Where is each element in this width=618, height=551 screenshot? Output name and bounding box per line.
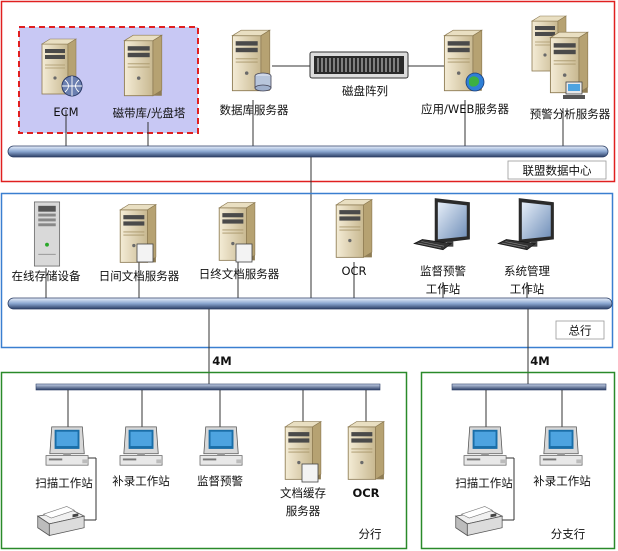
datacenter-bus	[7, 145, 609, 158]
hq-sysmgmt-label-line1: 系统管理	[504, 264, 550, 278]
ecm-label: ECM	[53, 105, 78, 119]
branch-entry-label: 补录工作站	[112, 474, 170, 488]
hq-bus	[7, 297, 613, 310]
online-storage-label: 在线存储设备	[12, 269, 81, 283]
daily-doc-server-label: 日间文档服务器	[99, 269, 180, 283]
hq-sysmgmt-workstation-icon	[497, 197, 555, 251]
hq-ocr-server-icon	[335, 199, 373, 258]
branch-drops	[67, 390, 367, 521]
hq-label-box	[555, 320, 605, 340]
branch-cache-label-line2: 服务器	[286, 504, 321, 518]
branch-ocr-server-icon	[347, 421, 385, 480]
hq-label: 总行	[569, 324, 592, 338]
branch-entry-workstation-icon	[119, 426, 163, 466]
subbranch-scan-label: 扫描工作站	[455, 476, 513, 490]
subbranch-entry-label: 补录工作站	[533, 474, 591, 488]
subbranch-bus	[451, 383, 607, 391]
daily-doc-server-icon	[119, 204, 157, 263]
branch-label: 分行	[359, 527, 382, 541]
datacenter-drops	[65, 65, 564, 146]
hq-drops	[45, 262, 528, 298]
branch-scan-label: 扫描工作站	[35, 476, 93, 490]
online-storage-icon	[33, 201, 61, 267]
subbranch-label: 分支行	[551, 527, 586, 541]
tape-library-label: 磁带库/光盘塔	[113, 106, 186, 120]
subbranch-border	[420, 371, 616, 550]
branch-printer-icon	[37, 505, 85, 536]
eod-doc-server-label: 日终文档服务器	[199, 267, 280, 281]
app-web-server-label: 应用/WEB服务器	[421, 102, 509, 116]
alert-analysis-server-label: 预警分析服务器	[530, 107, 611, 121]
hq-supervise-workstation-icon	[413, 197, 471, 251]
hq-ocr-label: OCR	[341, 264, 366, 278]
alert-analysis-server-icon	[531, 15, 589, 99]
wan-left-bandwidth: 4M	[212, 354, 231, 368]
branch-ocr-label: OCR	[352, 486, 379, 500]
branch-cache-server-icon	[284, 421, 322, 483]
datacenter-border	[0, 0, 616, 183]
hq-supervise-label-line2: 工作站	[426, 282, 461, 296]
subbranch-drops	[485, 390, 563, 521]
ecm-server-icon	[41, 38, 83, 97]
hq-sysmgmt-label-line2: 工作站	[510, 282, 545, 296]
eod-doc-server-icon	[218, 202, 256, 263]
subbranch-printer-icon	[455, 505, 503, 536]
branch-bus	[35, 383, 381, 391]
database-server-icon	[231, 29, 272, 92]
wan-right-bandwidth: 4M	[530, 354, 549, 368]
hq-border	[0, 192, 614, 349]
branch-supervise-workstation-icon	[199, 426, 243, 466]
subbranch-scan-workstation-icon	[463, 426, 507, 466]
datacenter-label-box	[507, 160, 607, 180]
datacenter-label: 联盟数据中心	[523, 164, 592, 178]
branch-cache-label-line1: 文档缓存	[280, 486, 326, 500]
tape-library-icon	[123, 34, 163, 97]
app-web-server-icon	[443, 29, 485, 92]
subbranch-entry-workstation-icon	[539, 426, 583, 466]
branch-supervise-label: 监督预警	[197, 474, 243, 488]
hq-supervise-label-line1: 监督预警	[420, 264, 466, 278]
branch-border	[0, 371, 408, 550]
branch-scan-workstation-icon	[45, 426, 89, 466]
database-server-label: 数据库服务器	[220, 103, 289, 117]
disk-array-label: 磁盘阵列	[342, 84, 388, 98]
disk-array-icon	[309, 51, 409, 79]
